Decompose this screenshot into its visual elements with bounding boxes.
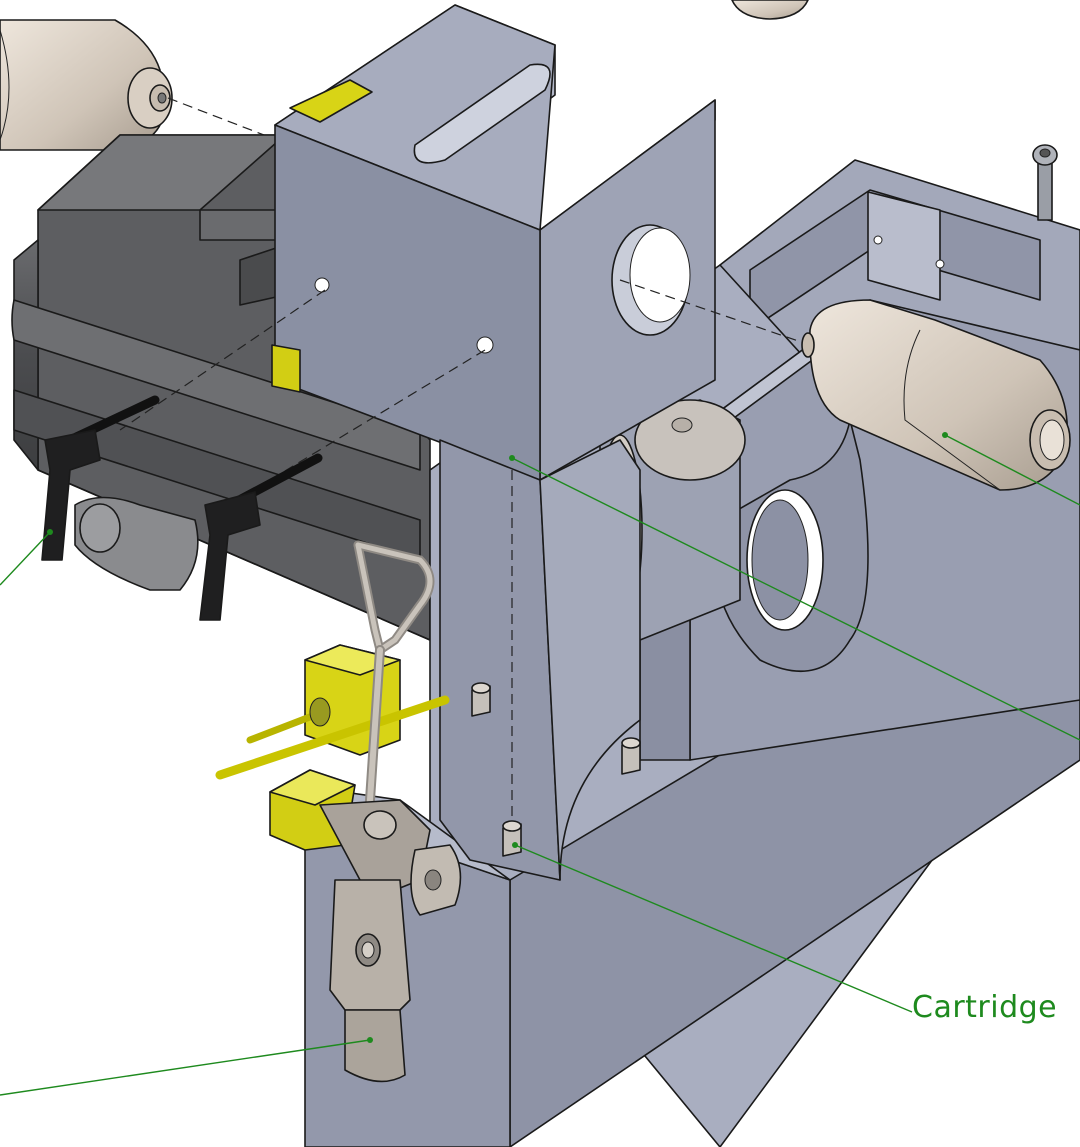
leader-line-cartridge (514, 844, 913, 1013)
axis-line-top (167, 97, 291, 146)
left-cylinder-part (0, 19, 173, 151)
right-cylinder-part (801, 299, 1071, 491)
axis-line-left-1 (119, 289, 326, 431)
axis-line-left-2 (269, 349, 486, 481)
sensor-upper (215, 644, 450, 780)
leader-line-cylinder (944, 434, 1080, 506)
locating-pin (621, 737, 641, 775)
leader-line-housing (511, 457, 1080, 741)
clamp-lever-left (41, 395, 160, 561)
motor-assembly (11, 134, 446, 641)
axis-line-center (619, 279, 811, 346)
toggle-latch-clamp (319, 540, 462, 1083)
locating-pin (471, 682, 491, 717)
clamp-lever-right (199, 453, 323, 621)
yellow-label-tag (271, 79, 373, 393)
leader-lines (0, 434, 1080, 1096)
center-housing-block (274, 4, 716, 881)
callout-label-cartridge: Cartridge (912, 990, 1058, 1025)
leader-line-latch (0, 1039, 371, 1096)
leader-dots (47, 432, 948, 1043)
top-cylinder-part (731, 0, 809, 20)
locating-pin (502, 820, 522, 857)
bolt (1032, 144, 1058, 221)
leader-line-lever (0, 531, 51, 586)
